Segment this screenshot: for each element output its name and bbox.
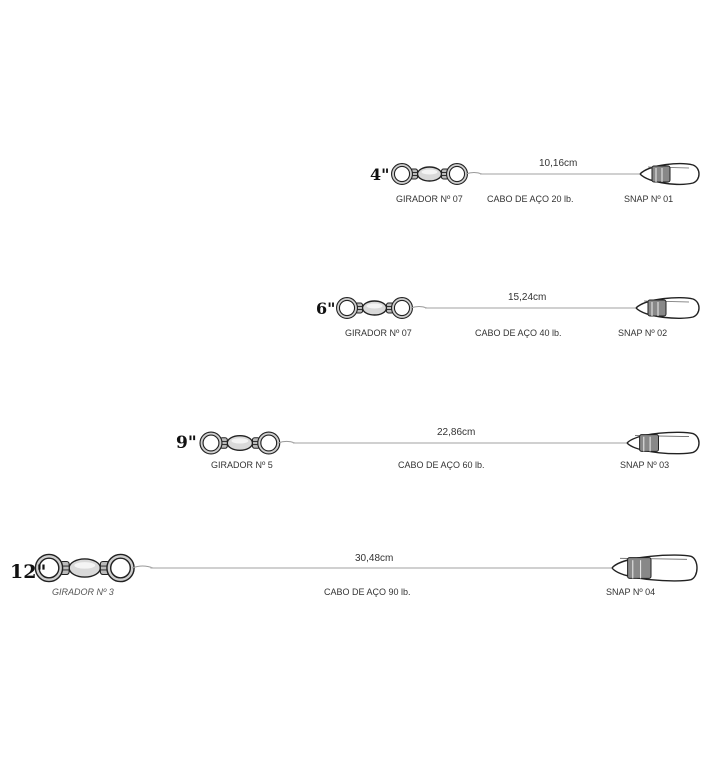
leader-2-size: 6" xyxy=(316,299,336,318)
leader-2-assembly xyxy=(336,297,700,319)
leader-2-length: 15,24cm xyxy=(508,292,547,303)
swivel-icon xyxy=(391,163,468,185)
leader-4-length: 30,48cm xyxy=(355,553,394,564)
snap-icon xyxy=(639,163,700,185)
leader-3-length: 22,86cm xyxy=(437,427,476,438)
leader-1-snap-label: SNAP Nº 01 xyxy=(624,194,674,204)
leader-3-snap-label: SNAP Nº 03 xyxy=(620,460,670,470)
swivel-icon xyxy=(34,553,135,583)
leader-3-size: 9" xyxy=(176,433,197,453)
snap-icon xyxy=(626,431,700,455)
leader-4-assembly xyxy=(34,553,698,583)
leader-2-swivel-label: GIRADOR Nº 07 xyxy=(345,328,412,338)
leader-4-cable-label: CABO DE AÇO 90 lb. xyxy=(324,587,411,597)
leader-4-swivel-label: GIRADOR Nº 3 xyxy=(52,587,114,597)
leader-1-cable-label: CABO DE AÇO 20 lb. xyxy=(487,194,574,204)
leader-1-size: 4" xyxy=(370,165,390,184)
leader-3-swivel-label: GIRADOR Nº 5 xyxy=(211,460,273,470)
swivel-icon xyxy=(336,297,413,319)
leader-3-assembly xyxy=(199,431,700,455)
leader-2-snap-label: SNAP Nº 02 xyxy=(618,328,668,338)
swivel-icon xyxy=(199,431,281,455)
leader-3-cable-label: CABO DE AÇO 60 lb. xyxy=(398,460,485,470)
snap-icon xyxy=(611,554,698,582)
leader-1-swivel-label: GIRADOR Nº 07 xyxy=(396,194,463,204)
leader-2-cable-label: CABO DE AÇO 40 lb. xyxy=(475,328,562,338)
leader-1-length: 10,16cm xyxy=(539,158,578,169)
leader-4-snap-label: SNAP Nº 04 xyxy=(606,587,656,597)
leader-4-size: 12" xyxy=(10,561,47,583)
snap-icon xyxy=(635,297,700,319)
leader-1-assembly xyxy=(391,163,700,185)
